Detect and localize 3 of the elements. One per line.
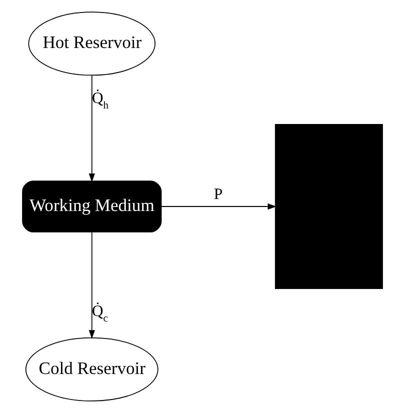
edge-label: P — [213, 186, 222, 203]
edge-label: Q̇$_{h}$ — [91, 90, 108, 112]
edge-label: Q̇$_{c}$ — [91, 303, 108, 325]
